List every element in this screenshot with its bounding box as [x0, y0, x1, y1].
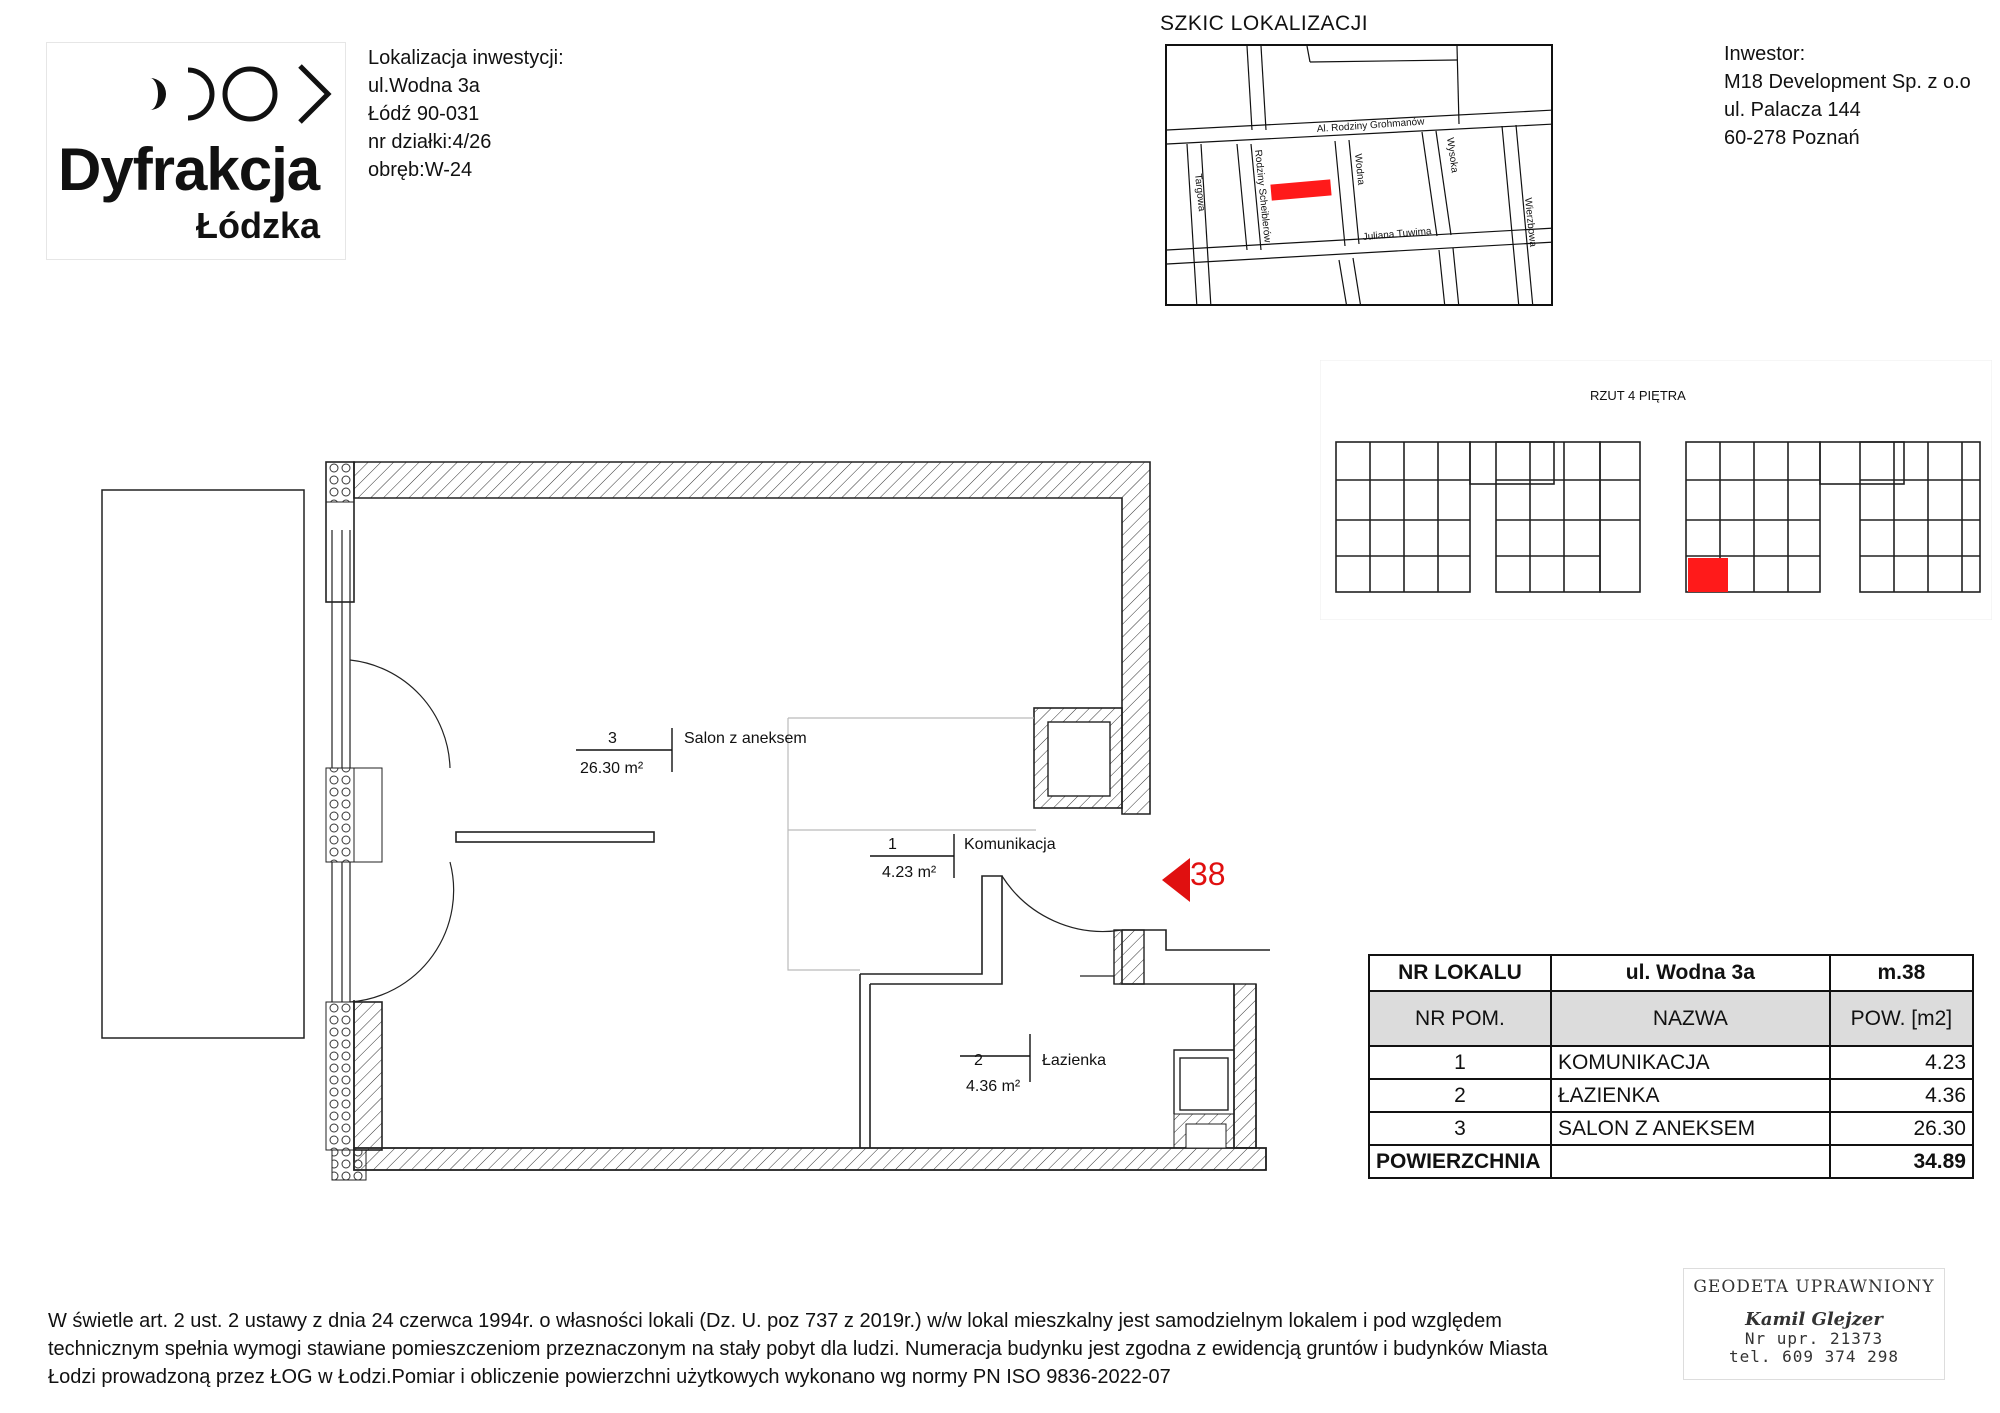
location-plot: nr działki:4/26: [368, 131, 492, 153]
legal-line-2: technicznym spełnia wymogi stawiane pomi…: [48, 1338, 1548, 1360]
logo-title: Dyfrakcja: [58, 136, 320, 203]
row-number: 1: [1368, 1045, 1552, 1080]
stamp-phone: tel. 609 374 298: [1728, 1347, 1900, 1366]
kitchen-counter: [455, 831, 655, 843]
table-row: 3 SALON Z ANEKSEM 26.30: [1368, 1111, 1975, 1146]
investor-city: 60-278 Poznań: [1724, 127, 1860, 149]
investor-info: Inwestor: M18 Development Sp. z o.o ul. …: [1724, 40, 1971, 152]
investor-heading: Inwestor:: [1724, 43, 1806, 65]
col-room-number: NR POM.: [1368, 990, 1552, 1047]
floor-overview-title: RZUT 4 PIĘTRA: [1590, 388, 1686, 403]
row-area: 4.36: [1828, 1078, 1975, 1113]
location-heading: Lokalizacja inwestycji:: [368, 47, 564, 69]
table-header-row: NR LOKALU ul. Wodna 3a m.38: [1368, 954, 1975, 992]
street-grohmanow: Al. Rodziny Grohmanów: [1316, 116, 1425, 135]
apartment-floor-plan: [101, 461, 1270, 1181]
location-district: obręb:W-24: [368, 159, 473, 181]
row-area: 26.30: [1828, 1111, 1975, 1146]
street-tuwima: Juliana Tuwima: [1362, 226, 1432, 243]
header-address: ul. Wodna 3a: [1549, 954, 1831, 992]
balcony: [101, 489, 305, 1039]
unit-highlight: [1688, 558, 1728, 592]
table-subheader-row: NR POM. NAZWA POW. [m2]: [1368, 990, 1975, 1047]
room-3-number: 3: [608, 730, 617, 747]
room-2-number: 2: [974, 1052, 983, 1069]
logo-frame: [46, 42, 346, 260]
room-1-name: Komunikacja: [964, 836, 1056, 853]
stamp-name: Kamil Glejzer: [1745, 1309, 1883, 1330]
street-wierzbowa: Wierzbowa: [1522, 197, 1538, 248]
row-name: KOMUNIKACJA: [1549, 1045, 1831, 1080]
legal-note: W świetle art. 2 ust. 2 ustawy z dnia 24…: [48, 1307, 1688, 1391]
street-wodna: Wodna: [1352, 153, 1366, 186]
floor-overview-plan: [1320, 360, 1992, 620]
row-area: 4.23: [1828, 1045, 1975, 1080]
room-2-area: 4.36 m²: [966, 1078, 1021, 1095]
location-city: Łódź 90-031: [368, 103, 480, 125]
table-row: 1 KOMUNIKACJA 4.23: [1368, 1045, 1975, 1080]
street-map: Al. Rodziny Grohmanów Rodziny Scheibleró…: [1167, 46, 1551, 304]
header-unit-number: m.38: [1828, 954, 1975, 992]
total-label: POWIERZCHNIA: [1368, 1144, 1552, 1179]
investment-location: Lokalizacja inwestycji: ul.Wodna 3a Łódź…: [368, 44, 564, 184]
row-name: SALON Z ANEKSEM: [1549, 1111, 1831, 1146]
location-highlight: [1270, 179, 1332, 201]
logo-subtitle: Łódzka: [196, 205, 321, 246]
row-name: ŁAZIENKA: [1549, 1078, 1831, 1113]
stamp-license: Nr upr. 21373: [1744, 1329, 1884, 1348]
legal-line-1: W świetle art. 2 ust. 2 ustawy z dnia 24…: [48, 1310, 1502, 1332]
room-3-area: 26.30 m²: [580, 760, 644, 777]
rooms-table: NR LOKALU ul. Wodna 3a m.38 NR POM. NAZW…: [1368, 954, 1975, 1179]
room-1-number: 1: [888, 836, 897, 853]
location-map: Al. Rodziny Grohmanów Rodziny Scheibleró…: [1165, 44, 1553, 306]
street-scheiblerow: Rodziny Scheiblerów: [1252, 149, 1273, 244]
street-targowa: Targowa: [1192, 173, 1207, 212]
row-number: 2: [1368, 1078, 1552, 1113]
total-value: 34.89: [1828, 1144, 1975, 1179]
row-number: 3: [1368, 1111, 1552, 1146]
investor-street: ul. Palacza 144: [1724, 99, 1861, 121]
map-title: SZKIC LOKALIZACJI: [1160, 12, 1369, 35]
street-wysoka: Wysoka: [1444, 137, 1460, 174]
table-total-row: POWIERZCHNIA 34.89: [1368, 1144, 1975, 1179]
unit-marker-icon: [1162, 858, 1190, 902]
investor-company: M18 Development Sp. z o.o: [1724, 71, 1971, 93]
stamp-title: GEODETA UPRAWNIONY: [1693, 1277, 1935, 1297]
wall-south: [353, 1147, 1267, 1171]
col-room-area: POW. [m2]: [1828, 990, 1975, 1047]
room-3-name: Salon z aneksem: [684, 730, 807, 747]
surveyor-stamp: GEODETA UPRAWNIONY Kamil Glejzer Nr upr.…: [1683, 1268, 1945, 1380]
room-1-area: 4.23 m²: [882, 864, 937, 881]
unit-marker-number: 38: [1190, 856, 1226, 892]
legal-line-3: Łodzi prowadzoną przez ŁOG w Łodzi.Pomia…: [48, 1366, 1171, 1388]
total-empty: [1549, 1144, 1831, 1179]
logo-mark-icon: [150, 64, 332, 124]
room-2-name: Łazienka: [1042, 1052, 1107, 1069]
location-street: ul.Wodna 3a: [368, 75, 480, 97]
col-room-name: NAZWA: [1549, 990, 1831, 1047]
header-unit-label: NR LOKALU: [1368, 954, 1552, 992]
table-row: 2 ŁAZIENKA 4.36: [1368, 1078, 1975, 1113]
wall-north: [353, 461, 1151, 815]
